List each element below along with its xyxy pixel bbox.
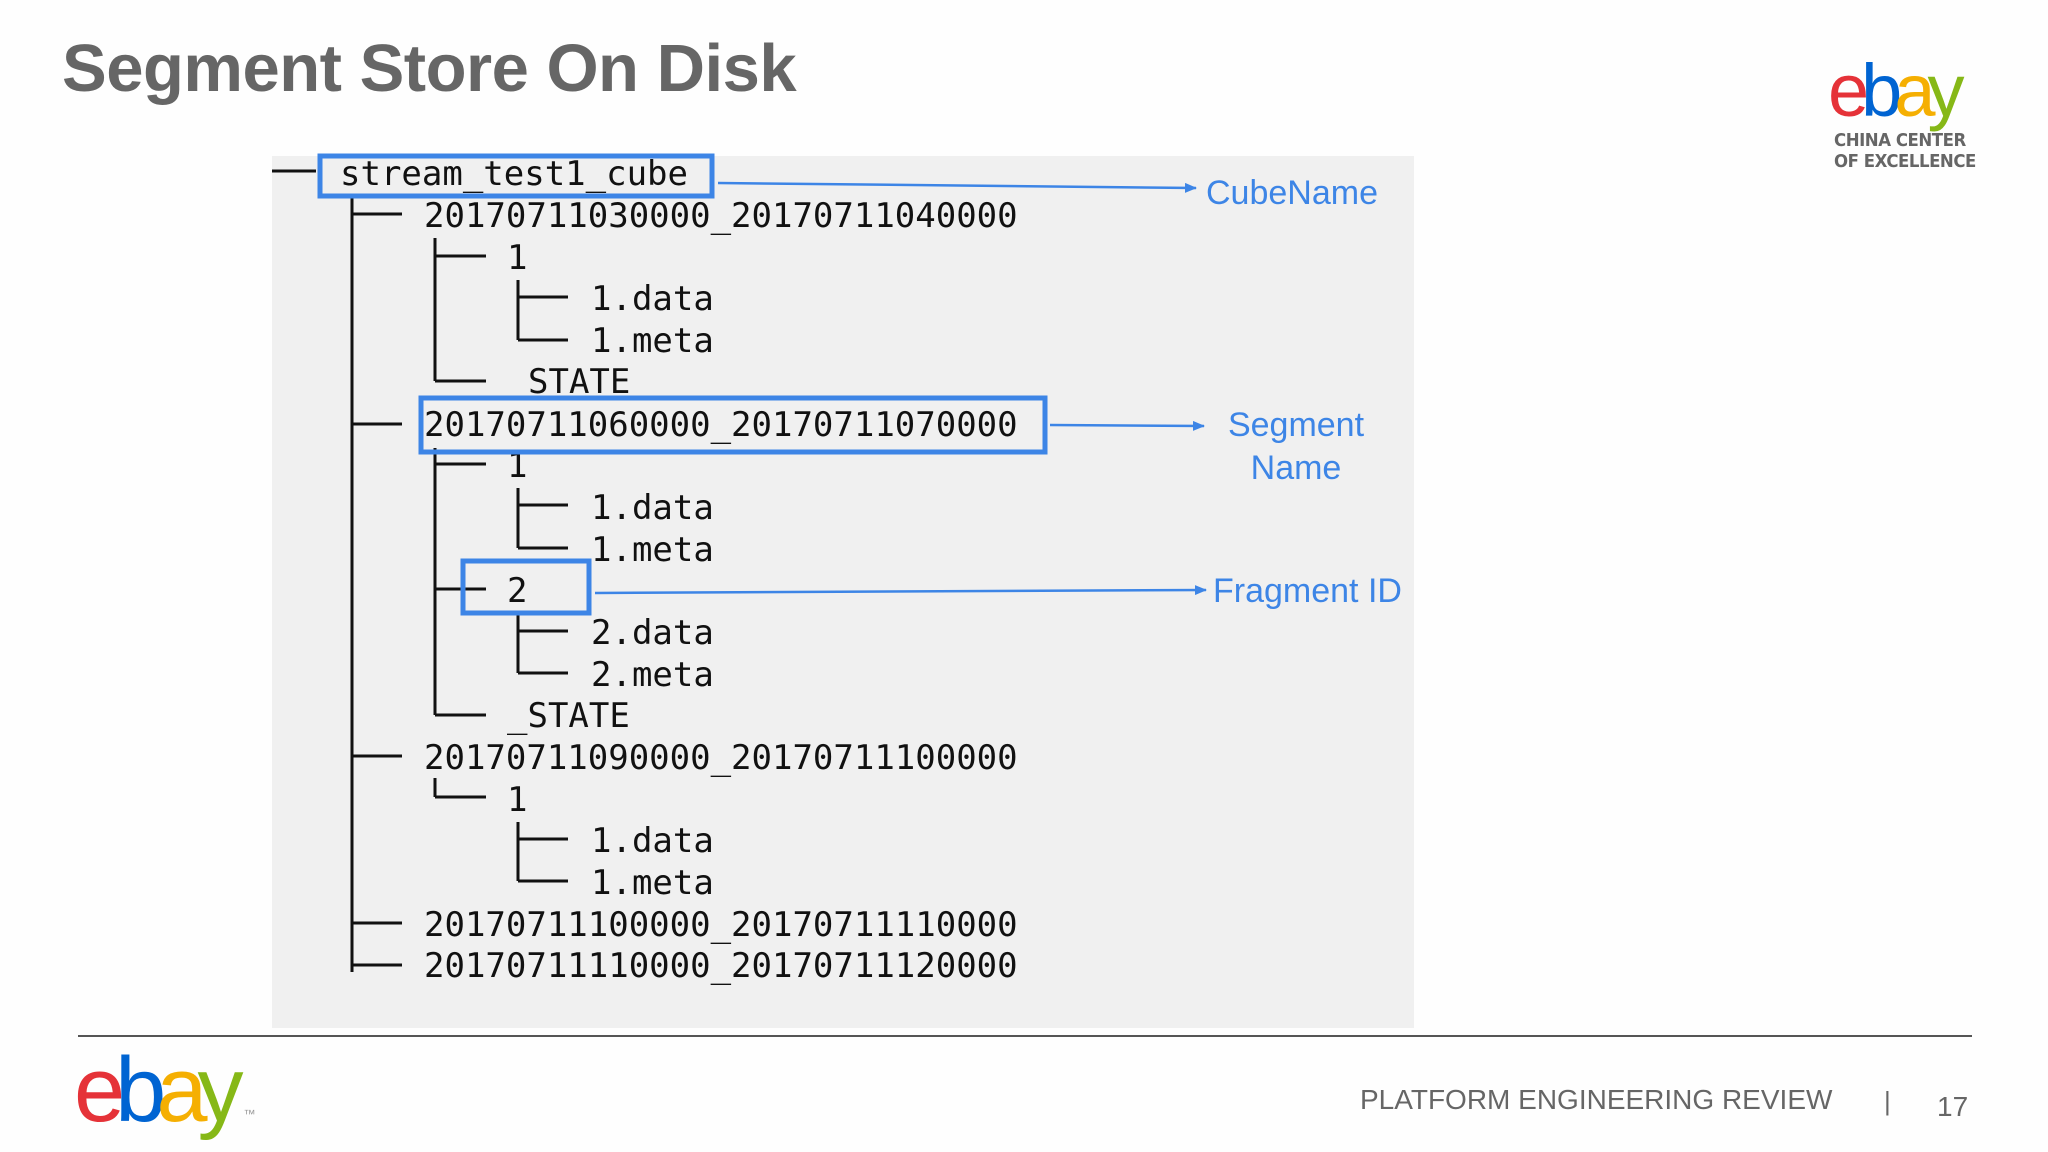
tree-file: 1.meta — [591, 863, 714, 903]
footer-title: PLATFORM ENGINEERING REVIEW — [1360, 1084, 1833, 1115]
segment-name-arrow — [1049, 420, 1205, 431]
tree-fragment: 1 — [507, 446, 527, 486]
tree-file: 1.data — [591, 279, 714, 319]
ebay-wordmark: ebay — [1828, 49, 1964, 132]
tree-state-file: _STATE — [507, 696, 630, 736]
tree-root-cube: stream_test1_cube — [340, 154, 688, 194]
logo-subtitle-line1: CHINA CENTER — [1834, 130, 1966, 151]
trademark-symbol: ™ — [243, 1107, 256, 1121]
tree-segment-4: 20170711100000_20170711110000 — [424, 905, 1018, 945]
fragment-id-highlight — [460, 558, 592, 616]
cube-name-highlight — [317, 153, 715, 199]
footer-divider — [78, 1035, 1972, 1037]
tree-file: 2.data — [591, 613, 714, 653]
tree-file: 1.data — [591, 821, 714, 861]
tree-fragment: 1 — [507, 780, 527, 820]
fragment-id-label: Fragment ID — [1213, 572, 1402, 610]
tree-segment-1: 20170711030000_20170711040000 — [424, 196, 1018, 236]
tree-fragment: 1 — [507, 238, 527, 278]
tree-connectors — [272, 169, 568, 972]
footer-separator: | — [1884, 1086, 1891, 1116]
ebay-china-logo: ebay CHINA CENTER OF EXCELLENCE — [1828, 54, 2008, 174]
tree-segment-5: 20170711110000_20170711120000 — [424, 946, 1018, 986]
segment-name-label-line1: Segment — [1228, 406, 1365, 444]
page-number: 17 — [1937, 1091, 1969, 1122]
cube-name-label: CubeName — [1206, 174, 1378, 212]
tree-file: 2.meta — [591, 655, 714, 695]
fragment-id-arrow — [594, 585, 1207, 596]
slide-title: Segment Store On Disk — [62, 31, 797, 106]
tree-fragment: 2 — [507, 571, 527, 611]
tree-state-file: STATE — [528, 362, 630, 402]
logo-subtitle-line2: OF EXCELLENCE — [1834, 151, 1976, 172]
tree-file: 1.data — [591, 488, 714, 528]
tree-segment-3: 20170711090000_20170711100000 — [424, 738, 1018, 778]
tree-segment-2: 20170711060000_20170711070000 — [424, 405, 1018, 445]
segment-name-highlight — [418, 395, 1048, 455]
cube-name-arrow — [717, 181, 1197, 193]
segment-name-label-line2: Name — [1251, 449, 1342, 487]
tree-file: 1.meta — [591, 530, 714, 570]
tree-file: 1.meta — [591, 321, 714, 361]
